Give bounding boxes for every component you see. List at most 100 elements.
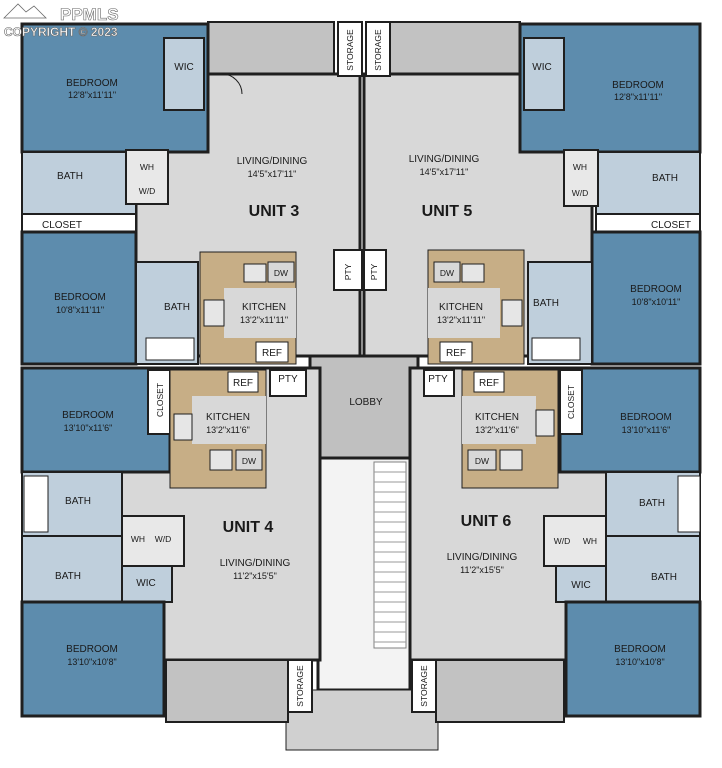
unit-3-bath-top-label: BATH <box>57 171 83 182</box>
unit-4: BEDROOM 13'10"x11'6" CLOSET REF PTY KITC… <box>20 366 322 723</box>
unit-5-kitchen-floor <box>428 288 500 338</box>
unit-3-kitchen-label: KITCHEN <box>242 302 286 313</box>
unit-4-kitchen-dim: 13'2"x11'6" <box>206 425 250 435</box>
unit-4-bedroom-top-dim: 13'10"x11'6" <box>64 423 113 433</box>
unit-4-tub <box>23 475 49 533</box>
unit-4-closet-label: CLOSET <box>155 383 165 417</box>
unit-4-pty-label: PTY <box>278 374 298 385</box>
unit-3-laundry <box>125 149 169 205</box>
unit-5-kitchen-dim: 13'2"x11'11" <box>437 315 485 325</box>
unit-3-dw-label: DW <box>274 268 288 278</box>
unit-4-kitchen-floor <box>192 396 266 444</box>
unit-3-bedroom-bottom <box>20 230 138 366</box>
unit-3-storage <box>337 21 363 77</box>
unit-5-dw-label: DW <box>440 268 454 278</box>
unit-3-bedroom-top-dim: 12'8"x11'11" <box>68 90 116 100</box>
unit-3-closet-label: CLOSET <box>42 220 82 231</box>
unit-6-sink <box>499 449 523 471</box>
unit-5-laundry <box>563 149 599 207</box>
unit-6-wd-label: W/D <box>554 536 571 546</box>
unit-5-tub <box>531 337 581 361</box>
unit-5-bedroom-bottom-label: BEDROOM <box>630 284 682 295</box>
unit-4-bedroom-bottom-label: BEDROOM <box>66 644 118 655</box>
unit-5-bath-bottom-label: BATH <box>533 298 559 309</box>
unit-5-balcony <box>387 21 521 75</box>
unit-5-fridge <box>439 341 473 363</box>
unit-3-pty-label: PTY <box>343 263 353 280</box>
unit-5-sink <box>461 263 485 283</box>
unit-4-bath-bottom <box>21 535 123 603</box>
unit-3-title: UNIT 3 <box>249 203 300 220</box>
unit-6-pty-label: PTY <box>428 374 448 385</box>
unit-3-fridge <box>255 341 289 363</box>
unit-6: BEDROOM 13'10"x11'6" CLOSET REF PTY KITC… <box>408 366 702 723</box>
unit-4-bath-top-label: BATH <box>65 496 91 507</box>
unit-5-pty-label: PTY <box>369 263 379 280</box>
unit-4-bedroom-bottom <box>20 600 166 718</box>
unit-3-dishwasher <box>267 261 295 283</box>
watermark: PPMLS COPYRIGHT © 2023 <box>3 3 119 39</box>
unit-3-stove <box>203 299 225 327</box>
unit-6-wic <box>555 565 607 603</box>
unit-5-bedroom-top-label: BEDROOM <box>612 80 664 91</box>
unit-6-bedroom-top-label: BEDROOM <box>620 412 672 423</box>
unit-4-title: UNIT 4 <box>223 519 274 536</box>
lobby-label: LOBBY <box>349 397 383 408</box>
unit-3-wh-label: WH <box>140 162 154 172</box>
unit-4-wh-label: WH <box>131 534 145 544</box>
unit-5-kitchen-label: KITCHEN <box>439 302 483 313</box>
unit-4-ref-label: REF <box>233 378 253 389</box>
unit-3-bedroom-bottom-dim: 10'8"x11'11" <box>56 305 104 315</box>
mountain-logo-icon <box>3 3 47 19</box>
unit-6-living-dim: 11'2"x15'5" <box>460 565 504 575</box>
unit-5-bath-top-label: BATH <box>652 173 678 184</box>
unit-4-bedroom-bottom-dim: 13'10"x10'8" <box>67 657 116 667</box>
unit-5-wd-label: W/D <box>572 188 589 198</box>
unit-6-wic-label: WIC <box>571 580 590 591</box>
unit-6-tub <box>677 475 701 533</box>
unit-3-ref-label: REF <box>262 348 282 359</box>
unit-4-stove <box>173 413 193 441</box>
unit-5: BEDROOM 12'8"x11'11" WIC BATH WH W/D CLO… <box>362 21 702 366</box>
unit-5-wic <box>523 37 565 111</box>
unit-3-wic-label: WIC <box>174 62 193 73</box>
unit-4-bath-bottom-label: BATH <box>55 571 81 582</box>
unit-6-bedroom-top-dim: 13'10"x11'6" <box>622 425 671 435</box>
unit-6-dishwasher <box>467 449 497 471</box>
unit-3-bath-bottom-label: BATH <box>164 302 190 313</box>
unit-6-balcony <box>435 659 565 723</box>
unit-6-kitchen-floor <box>462 396 536 444</box>
stair-treads <box>373 461 407 649</box>
unit-3-balcony <box>207 21 335 75</box>
unit-3-living-dim: 14'5"x17'11" <box>248 169 297 179</box>
unit-4-wd-label: W/D <box>155 534 172 544</box>
unit-5-bedroom-bottom-dim: 10'8"x10'11" <box>632 297 681 307</box>
unit-4-balcony <box>165 659 289 723</box>
unit-4-pantry <box>269 369 307 397</box>
unit-4-fridge <box>227 371 259 393</box>
unit-4-dishwasher <box>235 449 263 471</box>
unit-6-wh-label: WH <box>583 536 597 546</box>
unit-5-living-label: LIVING/DINING <box>409 154 480 165</box>
unit-3-storage-label: STORAGE <box>345 29 355 71</box>
unit-4-storage <box>287 659 313 713</box>
unit-3-bedroom-bottom-label: BEDROOM <box>54 292 106 303</box>
unit-6-pantry <box>423 369 455 397</box>
unit-6-storage-label: STORAGE <box>419 665 429 707</box>
unit-4-bedroom-top-label: BEDROOM <box>62 410 114 421</box>
unit-6-bedroom-bottom-label: BEDROOM <box>614 644 666 655</box>
unit-6-kitchen-dim: 13'2"x11'6" <box>475 425 519 435</box>
unit-5-bedroom-top-dim: 12'8"x11'11" <box>614 92 662 102</box>
unit-6-ref-label: REF <box>479 378 499 389</box>
unit-5-pantry <box>363 249 387 291</box>
unit-4-living-label: LIVING/DINING <box>220 558 291 569</box>
unit-5-storage <box>365 21 391 77</box>
unit-4-bedroom-top <box>20 366 172 474</box>
unit-6-stove <box>535 409 555 437</box>
unit-6-kitchen-label: KITCHEN <box>475 412 519 423</box>
unit-5-closet-label: CLOSET <box>651 220 691 231</box>
unit-6-closet <box>559 369 583 435</box>
unit-5-stove <box>501 299 523 327</box>
unit-6-closet-label: CLOSET <box>566 385 576 419</box>
unit-6-living-label: LIVING/DINING <box>447 552 518 563</box>
